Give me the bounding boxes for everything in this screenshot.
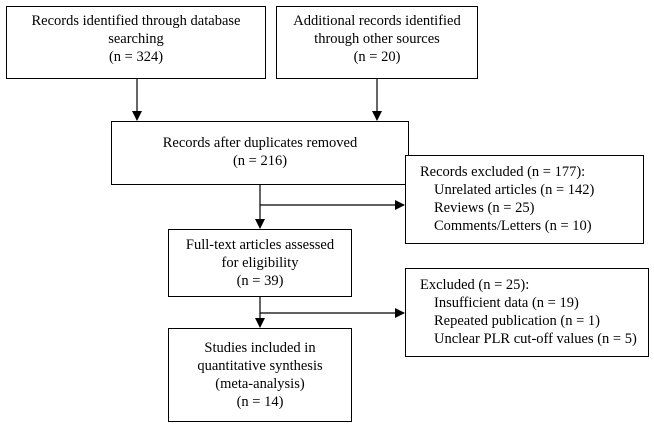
box-other-records-count: (n = 20) [353, 49, 401, 65]
box-excluded: Excluded (n = 25): Insufficient data (n … [405, 268, 649, 357]
box-excluded-item-1: Insufficient data (n = 19) [434, 295, 579, 311]
box-studies-included-line-3: (meta-analysis) [215, 376, 305, 392]
box-fulltext-assessed-count: (n = 39) [236, 273, 284, 289]
box-records-excluded-heading: Records excluded (n = 177): [420, 164, 586, 180]
box-dedup-records: Records after duplicates removed (n = 21… [111, 121, 409, 185]
box-database-records: Records identified through database sear… [6, 6, 266, 79]
box-other-records-line-1: Additional records identified [293, 13, 461, 29]
box-database-records-count: (n = 324) [108, 49, 164, 65]
box-database-records-line-2: searching [108, 31, 164, 47]
box-fulltext-assessed-line-1: Full-text articles assessed [185, 237, 335, 253]
box-other-records-line-2: through other sources [314, 31, 440, 47]
box-database-records-line-1: Records identified through database [31, 13, 241, 29]
box-excluded-heading: Excluded (n = 25): [420, 277, 530, 293]
box-studies-included-count: (n = 14) [236, 394, 284, 410]
box-excluded-item-3: Unclear PLR cut-off values (n = 5) [434, 331, 637, 347]
box-excluded-item-2: Repeated publication (n = 1) [434, 313, 601, 329]
box-studies-included-line-1: Studies included in [204, 340, 316, 356]
box-dedup-records-count: (n = 216) [232, 153, 288, 169]
box-studies-included-line-2: quantitative synthesis [197, 358, 323, 374]
box-dedup-records-label: Records after duplicates removed [162, 135, 358, 151]
box-fulltext-assessed-line-2: for eligibility [221, 255, 299, 271]
box-records-excluded-item-1: Unrelated articles (n = 142) [434, 182, 595, 198]
box-other-records: Additional records identified through ot… [276, 6, 478, 79]
box-fulltext-assessed: Full-text articles assessed for eligibil… [168, 229, 352, 297]
box-studies-included: Studies included in quantitative synthes… [168, 328, 352, 422]
box-records-excluded-item-2: Reviews (n = 25) [434, 200, 535, 216]
box-records-excluded: Records excluded (n = 177): Unrelated ar… [405, 155, 644, 244]
box-records-excluded-item-3: Comments/Letters (n = 10) [434, 218, 592, 234]
